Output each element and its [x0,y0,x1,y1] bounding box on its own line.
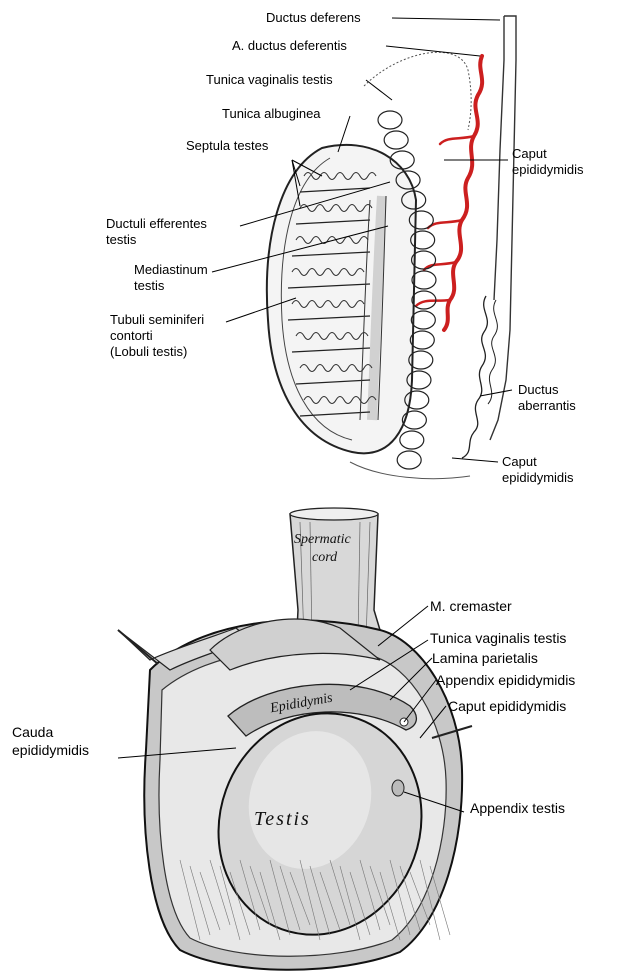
label-caput-epididymidis-line1: Caput [512,146,547,161]
label-lamina-parietalis: Lamina parietalis [432,650,538,667]
label-ductuli-efferentes-line1: Ductuli efferentes [106,216,207,231]
epididymis-coil [412,271,436,289]
label-caput-lower-line1: Caput [502,454,537,469]
label-a-ductus-deferentis: A. ductus deferentis [232,38,347,53]
label-appendix-epididymidis: Appendix epididymidis [436,672,575,689]
appendix-testis-dot [392,780,404,796]
label-cauda-line2: epididymidis [12,742,89,759]
label-ductus-aberrantis-line2: aberrantis [518,398,576,413]
epididymis-coil [378,111,402,129]
text-cord: cord [312,550,337,566]
testis-body [267,145,416,453]
label-mediastinum-line2: testis [134,278,164,293]
text-spermatic: Spermatic [294,532,351,548]
epididymis-coil [397,451,421,469]
epididymis-coil [400,431,424,449]
ductus-aberrans [462,296,487,458]
label-tubuli-line1: Tubuli seminiferi [110,312,204,327]
ductus-deferens-tube [490,16,516,440]
label-appendix-testis: Appendix testis [470,800,565,817]
epididymis-coil [411,311,435,329]
label-caput-lower-line2: epididymidis [502,470,574,485]
label-septula-testes: Septula testes [186,138,268,153]
label-ductus-deferens: Ductus deferens [266,10,361,25]
label-ductus-aberrantis-line1: Ductus [518,382,558,397]
label-cauda-line1: Cauda [12,724,53,741]
label-mediastinum-line1: Mediastinum [134,262,208,277]
label-tubuli-line2: contorti [110,328,153,343]
label-ductuli-efferentes-line2: testis [106,232,136,247]
label-tubuli-line3: (Lobuli testis) [110,344,187,359]
label-tunica-vaginalis-testis: Tunica vaginalis testis [206,72,333,87]
label-tunica-vaginalis-testis-bottom: Tunica vaginalis testis [430,630,566,647]
epididymis-coil [384,131,408,149]
label-caput-epididymidis-bottom: Caput epididymidis [448,698,566,715]
label-tunica-albuginea: Tunica albuginea [222,106,321,121]
label-caput-epididymidis-line2: epididymidis [512,162,584,177]
label-m-cremaster: M. cremaster [430,598,512,615]
testis-external-illustration [0,500,638,974]
pin-left [118,630,158,664]
tunica-bottom-outline [350,462,470,479]
text-testis: Testis [254,808,311,831]
